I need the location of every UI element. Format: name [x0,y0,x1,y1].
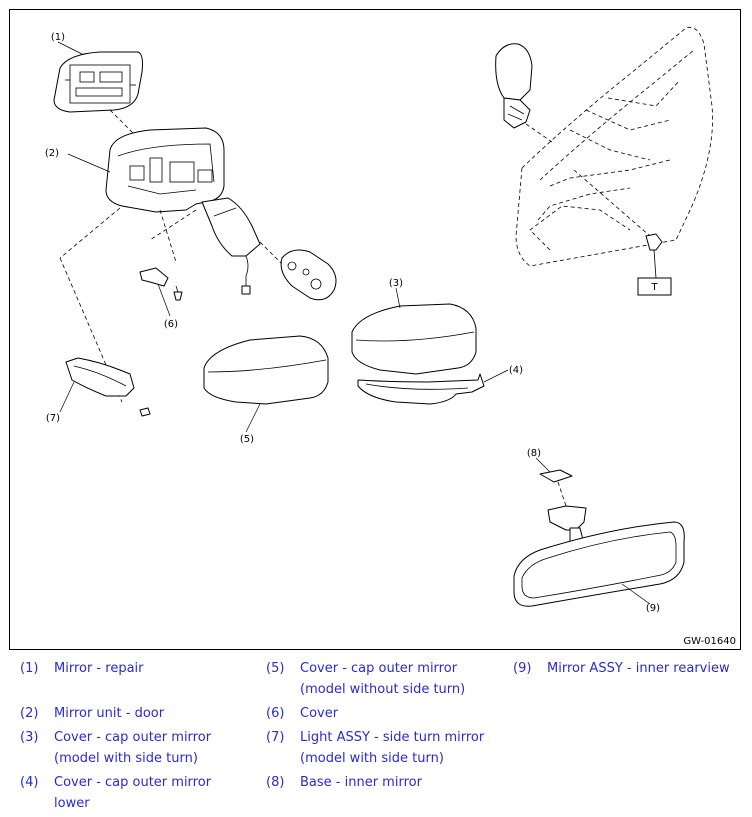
callout-1: (1) [51,32,65,43]
legend-text-cont: (model with side turn) [300,751,444,766]
callout-7: (7) [46,413,60,424]
legend-number: (9) [513,661,532,676]
leader-9 [621,583,651,605]
leader-8 [535,457,551,473]
side-turn-light-part [65,357,151,417]
callout-3: (3) [389,278,403,289]
callout-6: (6) [164,319,178,330]
dash-line-2-6 [159,209,177,263]
cover-cap-lower-part [357,373,485,405]
dash-line-2-cover [259,241,283,265]
figure-code: GW-01640 [683,636,736,647]
legend-number: (7) [266,730,285,745]
callout-5: (5) [240,434,254,445]
callout-2: (2) [45,148,59,159]
mirror-unit-door-part [105,127,261,295]
door-mirror-assembly [495,43,533,129]
dash-line-2-7a [59,207,121,259]
diagram-drawing: T (1) (2) (3) (4) (5) (6) (7) (8) (9) GW… [45,26,736,647]
legend-number: (2) [20,706,39,721]
legend-number: (6) [266,706,285,721]
callout-9: (9) [646,603,660,614]
dash-line-2-7c [149,209,197,241]
callout-8: (8) [527,448,541,459]
dash-line-door-bolt [573,169,651,237]
mirror-repair-part [53,51,143,113]
leader-7 [59,381,75,413]
cover-cap-no-turn-part [203,335,329,405]
legend-text: Mirror - repair [54,661,144,676]
leader-1 [57,41,83,55]
exploded-diagram: T (1) (2) (3) (4) (5) (6) (7) (8) (9) GW… [9,9,741,650]
legend-text: Cover - cap outer mirror [54,730,212,745]
legend-text: Cover - cap outer mirror [54,775,212,790]
dash-line-2-7b [59,257,123,403]
cover-cap-with-turn-part [351,303,477,375]
dash-line-door-mirror [525,123,553,143]
inner-mirror-base-part [539,469,573,483]
callout-4: (4) [509,365,523,376]
legend-number: (5) [266,661,285,676]
legend-text: Light ASSY - side turn mirror [300,730,485,745]
inner-rearview-mirror-part [513,505,685,607]
legend-text-cont: (model without side turn) [300,682,466,697]
legend-text: Mirror unit - door [54,706,165,721]
tool-tag-box [637,277,672,296]
leader-3 [395,287,401,309]
cover-part [139,267,183,301]
legend-text-cont: lower [54,796,90,811]
legend-number: (4) [20,775,39,790]
tool-tag-label: T [650,282,658,293]
leader-4 [483,369,509,383]
leader-2 [67,153,111,173]
parts-legend: (1) Mirror - repair (2) Mirror unit - do… [0,654,752,817]
door-outline [515,26,713,267]
legend-text: Cover - cap outer mirror [300,661,458,676]
dash-line-8-9 [557,481,567,507]
legend-text: Cover [300,706,339,721]
legend-text-cont: (model with side turn) [54,751,198,766]
bolt [645,233,663,279]
leader-6 [157,283,171,317]
legend-number: (3) [20,730,39,745]
legend-number: (1) [20,661,39,676]
leader-5 [245,403,261,433]
mirror-base-gasket [280,249,337,301]
legend-text: Base - inner mirror [300,775,422,790]
legend-number: (8) [266,775,285,790]
legend-text: Mirror ASSY - inner rearview [547,661,730,676]
